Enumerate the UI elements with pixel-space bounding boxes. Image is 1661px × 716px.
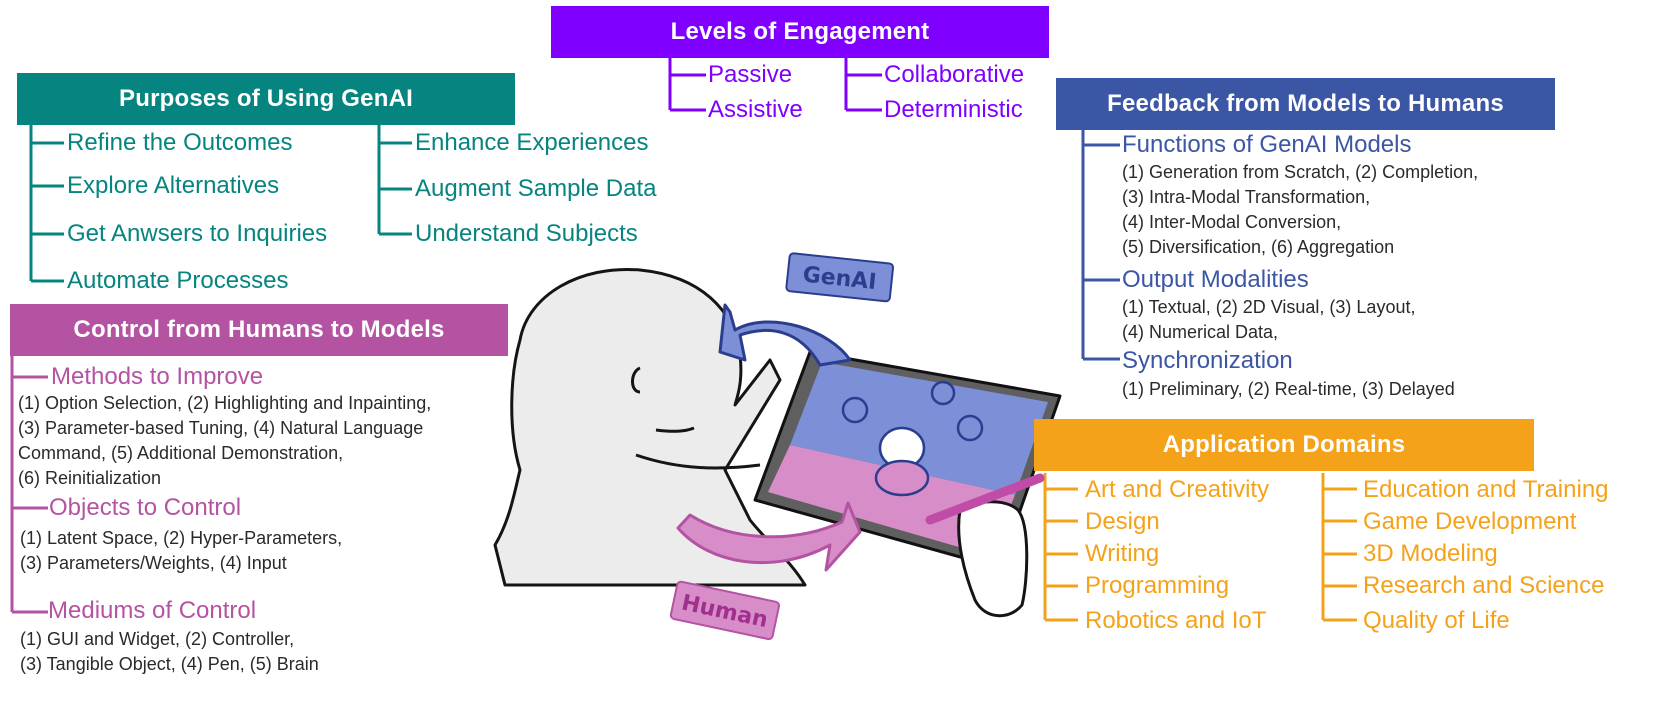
purpose-item: Automate Processes (67, 267, 289, 294)
control-methods-label: Methods to Improve (51, 363, 264, 390)
control-mediums-label: Mediums of Control (48, 597, 257, 624)
hand-with-pen (925, 473, 1045, 618)
level-item: Deterministic (884, 96, 1023, 123)
control-title: Control from Humans to Models (73, 316, 445, 343)
control-methods-line: (3) Parameter-based Tuning, (4) Natural … (18, 418, 424, 438)
feedback-functions-line: (4) Inter-Modal Conversion, (1122, 212, 1342, 232)
control-title-box: Control from Humans to Models (10, 304, 508, 356)
levels-title-box: Levels of Engagement (551, 6, 1049, 58)
control-arrow (676, 501, 862, 572)
control-objects-line: (3) Parameters/Weights, (4) Input (20, 553, 287, 573)
domain-item: Writing (1085, 540, 1160, 567)
purposes-title: Purposes of Using GenAI (119, 85, 413, 112)
domains-title-box: Application Domains (1034, 419, 1534, 471)
purpose-item: Enhance Experiences (415, 129, 649, 156)
level-item: Passive (708, 61, 793, 88)
control-methods-line: Command, (5) Additional Demonstration, (18, 443, 344, 463)
feedback-title: Feedback from Models to Humans (1107, 90, 1504, 117)
control-mediums-line: (1) GUI and Widget, (2) Controller, (20, 629, 295, 649)
domain-item: Design (1085, 508, 1160, 535)
feedback-title-box: Feedback from Models to Humans (1056, 78, 1555, 130)
domain-item: Research and Science (1363, 572, 1605, 599)
control-methods-line: (6) Reinitialization (18, 468, 162, 488)
feedback-functions-line: (3) Intra-Modal Transformation, (1122, 187, 1371, 207)
feedback-output-line: (4) Numerical Data, (1122, 322, 1279, 342)
purposes-connectors (29, 124, 412, 283)
domain-item: Quality of Life (1363, 607, 1510, 634)
feedback-functions-line: (5) Diversification, (6) Aggregation (1122, 237, 1395, 257)
domain-item: Art and Creativity (1085, 476, 1270, 503)
feedback-functions-line: (1) Generation from Scratch, (2) Complet… (1122, 162, 1479, 182)
purpose-item: Understand Subjects (415, 220, 638, 247)
genai-tag: GenAI (785, 252, 895, 303)
domain-item: Robotics and IoT (1085, 607, 1267, 634)
purpose-item: Refine the Outcomes (67, 129, 293, 156)
purpose-item: Explore Alternatives (67, 172, 280, 199)
feedback-functions-label: Functions of GenAI Models (1122, 131, 1412, 158)
domains-title: Application Domains (1162, 431, 1406, 458)
domain-item: Programming (1085, 572, 1230, 599)
feedback-arrow (718, 303, 852, 367)
purpose-item: Augment Sample Data (415, 175, 657, 202)
domain-item: Education and Training (1363, 476, 1609, 503)
levels-connectors (668, 58, 882, 112)
control-connectors (10, 355, 48, 614)
feedback-sync-label: Synchronization (1122, 347, 1293, 374)
control-objects-line: (1) Latent Space, (2) Hyper-Parameters, (20, 528, 343, 548)
feedback-output-line: (1) Textual, (2) 2D Visual, (3) Layout, (1122, 297, 1416, 317)
level-item: Collaborative (884, 61, 1025, 88)
domains-connectors (1043, 473, 1357, 622)
control-objects-label: Objects to Control (49, 494, 242, 521)
feedback-output-label: Output Modalities (1122, 266, 1309, 293)
purpose-item: Get Anwsers to Inquiries (67, 220, 328, 247)
human-tag: Human (669, 580, 780, 641)
control-mediums-line: (3) Tangible Object, (4) Pen, (5) Brain (20, 654, 319, 674)
level-item: Assistive (708, 96, 803, 123)
levels-title: Levels of Engagement (670, 18, 930, 45)
feedback-sync-line: (1) Preliminary, (2) Real-time, (3) Dela… (1122, 379, 1455, 399)
control-methods-line: (1) Option Selection, (2) Highlighting a… (18, 393, 432, 413)
domain-item: 3D Modeling (1363, 540, 1498, 567)
feedback-connectors (1081, 130, 1120, 361)
purposes-title-box: Purposes of Using GenAI (17, 73, 515, 125)
domain-item: Game Development (1363, 508, 1577, 535)
